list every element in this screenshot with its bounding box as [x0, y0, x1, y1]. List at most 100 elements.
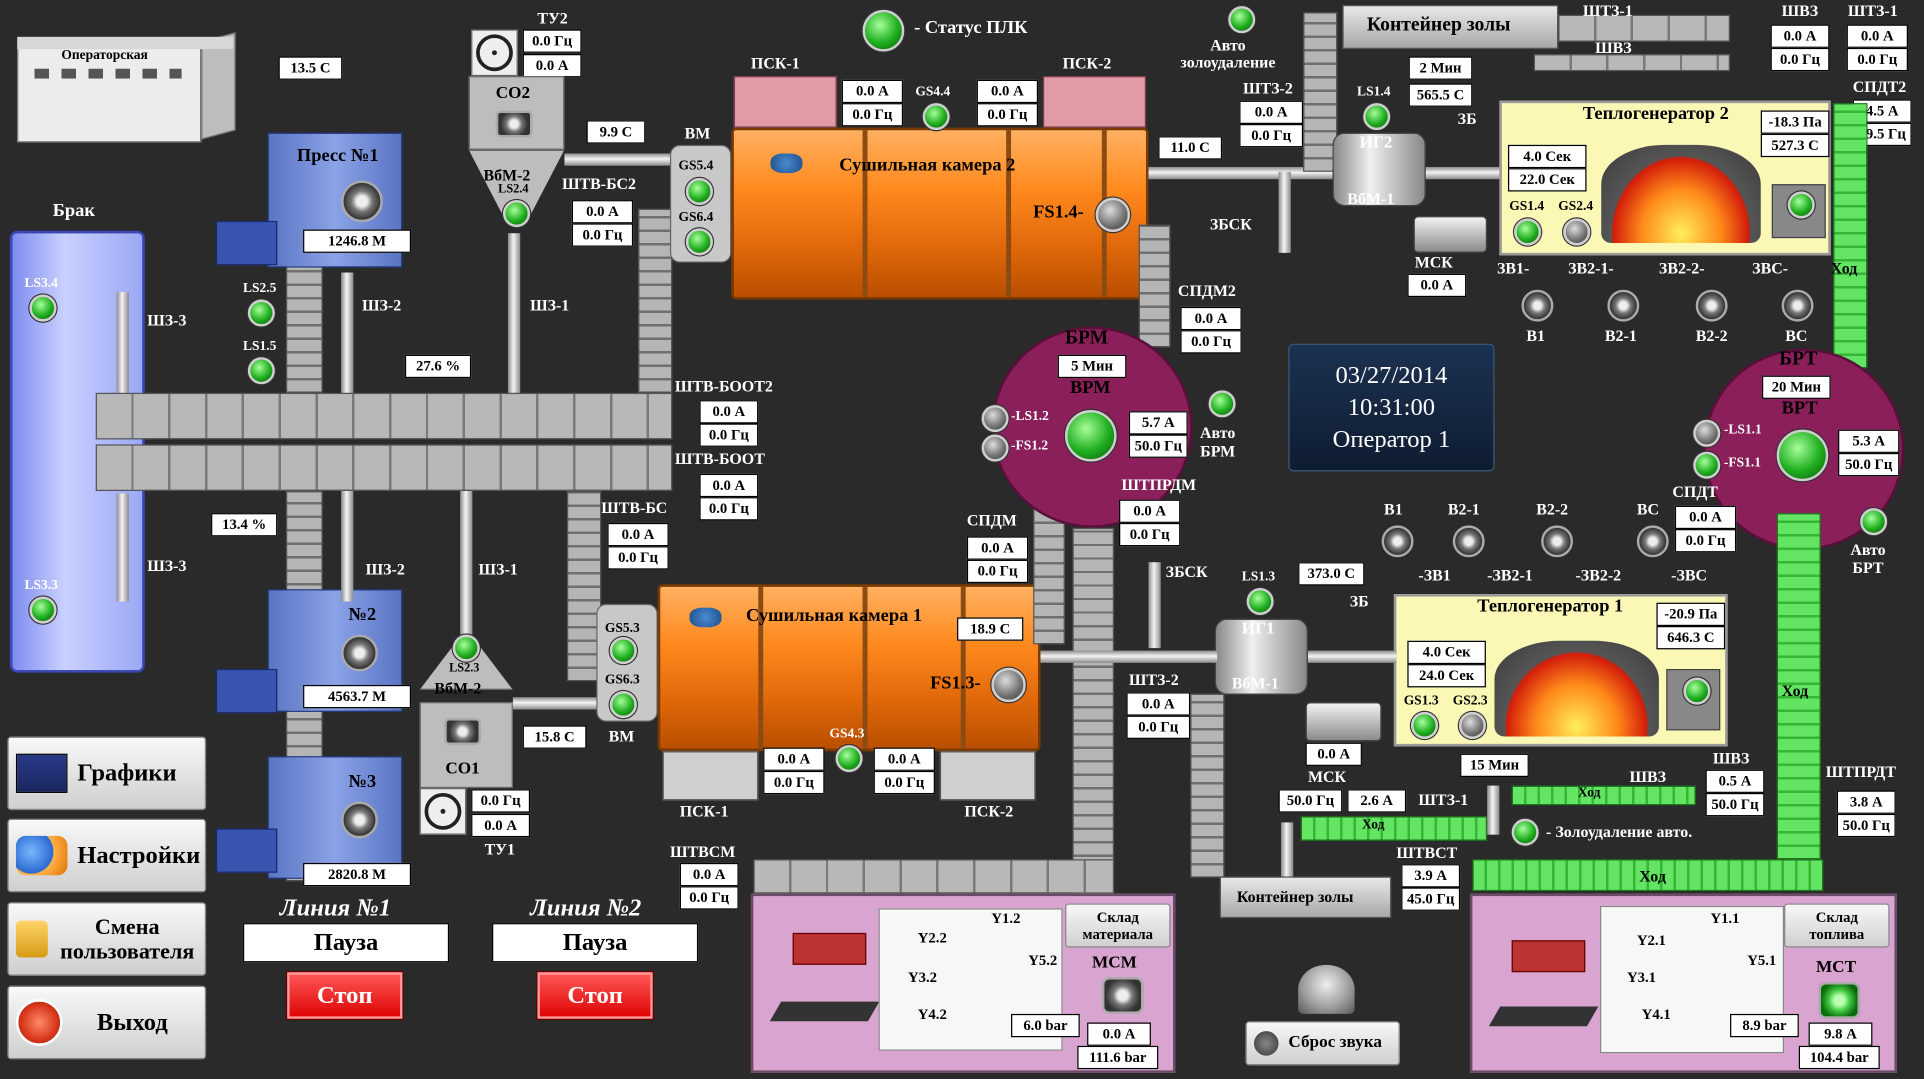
- psk2-top-a: 0.0 А: [976, 79, 1039, 104]
- ls24-label: LS2.4: [498, 182, 529, 197]
- fs11-led: [1693, 451, 1721, 479]
- reset-sound-label: Сброс звука: [1288, 1033, 1383, 1052]
- shtv-bs-a: 0.0 А: [607, 522, 669, 547]
- key-icon: [15, 920, 48, 958]
- shtv-boot2-a: 0.0 А: [699, 400, 759, 424]
- spdm-label: СПДМ: [966, 510, 1017, 530]
- temp-15-8: 15.8 C: [522, 725, 587, 749]
- fan-v22-top-icon: [1695, 289, 1728, 322]
- sht31-top-a: 0.0 А: [1846, 24, 1908, 48]
- hg1-t2: 24.0 Сек: [1407, 664, 1486, 688]
- moisture-bot: 13.4 %: [211, 513, 278, 537]
- ash-auto-label: - Золоудаление авто.: [1546, 822, 1693, 841]
- store-mat-bar2: 111.6 bar: [1077, 1045, 1159, 1070]
- change-user-label: Смена пользователя: [60, 914, 195, 964]
- plc-status-led: [862, 9, 905, 52]
- reject-label: Брак: [52, 201, 95, 221]
- ls25-label: LS2.5: [242, 281, 277, 296]
- gs14-led: [1514, 218, 1542, 246]
- shv3-top-hz: 0.0 Гц: [1770, 47, 1830, 72]
- mct-label: МСТ: [1815, 958, 1857, 978]
- shv3-top-label: ШВЗ: [1781, 1, 1819, 20]
- co2-vbm-label: ВбМ-2: [483, 165, 531, 185]
- sht31-bot-label: ШТЗ-1: [1418, 790, 1469, 809]
- reset-sound-button[interactable]: Сброс звука: [1245, 1021, 1401, 1066]
- vm-top-label: ВМ: [684, 123, 711, 143]
- moisture-top: 27.6 %: [404, 354, 472, 379]
- y52-label: Y5.2: [1028, 951, 1058, 969]
- ash-auto-led: [1511, 818, 1539, 846]
- shtprdm-a: 0.0 А: [1119, 499, 1181, 523]
- sht31-top-lbl: ШТЗ-1: [1582, 1, 1633, 20]
- ls13-label: LS1.3: [1241, 569, 1276, 585]
- line1-stop-button[interactable]: Стоп: [285, 970, 404, 1021]
- y51-label: Y5.1: [1747, 951, 1777, 969]
- shtvst-label: ШТВСТ: [1396, 843, 1458, 862]
- ig1-zb-label: ЗБ: [1349, 591, 1369, 611]
- vrt-label: ВРТ: [1781, 398, 1818, 419]
- hg1-temp: 646.3 C: [1656, 626, 1726, 650]
- sht32-bot-hz: 0.0 Гц: [1126, 715, 1191, 739]
- zv21-bot-label: -ЗВ2-1: [1487, 565, 1533, 585]
- zv22-bot-label: -ЗВ2-2: [1575, 565, 1622, 585]
- ig1-vbm-label: ВбМ-1: [1231, 673, 1279, 693]
- msk-top-a: 0.0 А: [1407, 273, 1467, 298]
- spdt-hz: 0.0 Гц: [1674, 529, 1737, 553]
- change-user-button[interactable]: Смена пользователя: [7, 902, 207, 976]
- ash-container-top: [1342, 4, 1559, 50]
- hg2-pa: -18.3 Па: [1760, 110, 1830, 134]
- y32-label: Y3.2: [907, 968, 938, 986]
- hg1-flame-icon: [1494, 640, 1659, 737]
- v22-top-label: В2-2: [1695, 326, 1728, 345]
- fs13-led: [991, 667, 1026, 703]
- gs54-label: GS5.4: [678, 158, 714, 174]
- shv3-bot-a: 0.5 А: [1705, 769, 1765, 793]
- zvs-bot-label: -ЗВС: [1671, 565, 1708, 585]
- temp-9-9: 9.9 C: [586, 120, 646, 144]
- graphs-button[interactable]: Графики: [7, 736, 207, 811]
- fan-tu1-icon: [419, 788, 467, 835]
- speaker-icon: [1253, 1031, 1279, 1056]
- line2-stop-button[interactable]: Стоп: [536, 970, 654, 1021]
- operator-room-temp: 13.5 C: [278, 56, 343, 80]
- shtv-boot-a: 0.0 А: [699, 473, 759, 498]
- belt-shtv-boot: [95, 444, 673, 491]
- brt-label: БРТ: [1779, 348, 1818, 370]
- psk1-bot-hz: 0.0 Гц: [763, 770, 825, 795]
- auto-brm-label: Авто БРМ: [1200, 423, 1236, 461]
- brt-hz: 50.0 Гц: [1838, 452, 1900, 477]
- y21-label: Y2.1: [1636, 931, 1666, 949]
- settings-icon: [15, 835, 68, 876]
- sh31-top-label: ШЗ-1: [530, 295, 570, 315]
- y31-label: Y3.1: [1627, 968, 1657, 986]
- ls33-led: [29, 596, 57, 624]
- line2-state: Пауза: [492, 923, 699, 963]
- ig2-temp: 565.5 C: [1408, 83, 1473, 107]
- shv3-top-a: 0.0 А: [1770, 24, 1830, 48]
- sht32-bot-label: ШТЗ-2: [1128, 670, 1179, 689]
- spdm-hz: 0.0 Гц: [966, 559, 1029, 584]
- sh32-bot-label: ШЗ-2: [365, 559, 405, 579]
- spdt-a: 0.0 А: [1674, 505, 1737, 530]
- spdm2-hz: 0.0 Гц: [1180, 330, 1242, 354]
- graphs-label: Графики: [77, 759, 177, 787]
- sht32-top-label: ШТЗ-2: [1242, 78, 1293, 97]
- sh31-bot-label: ШЗ-1: [478, 559, 518, 579]
- hod-label-2: Ход: [1781, 681, 1809, 700]
- exit-button[interactable]: Выход: [7, 985, 207, 1060]
- hg1-t1: 4.0 Сек: [1407, 640, 1486, 665]
- shtv-boot-hz: 0.0 Гц: [699, 497, 759, 521]
- ls23-label: LS2.3: [449, 661, 480, 676]
- shtvst-hz: 45.0 Гц: [1401, 887, 1461, 911]
- hod-label-4: Ход: [1577, 785, 1601, 801]
- line1-title: Линия №1: [279, 894, 392, 922]
- brt-time: 20 Мин: [1761, 375, 1831, 399]
- settings-button[interactable]: Настройки: [7, 818, 207, 893]
- store-mat-bar: 6.0 bar: [1011, 1013, 1080, 1038]
- shtv-bs2-hz: 0.0 Гц: [571, 223, 634, 247]
- tu2-hz: 0.0 Гц: [522, 29, 582, 53]
- ls12-led: [981, 405, 1009, 433]
- ls15-label: LS1.5: [242, 338, 277, 354]
- gear-icon-chamber2: [770, 153, 803, 174]
- power-icon: [15, 999, 63, 1046]
